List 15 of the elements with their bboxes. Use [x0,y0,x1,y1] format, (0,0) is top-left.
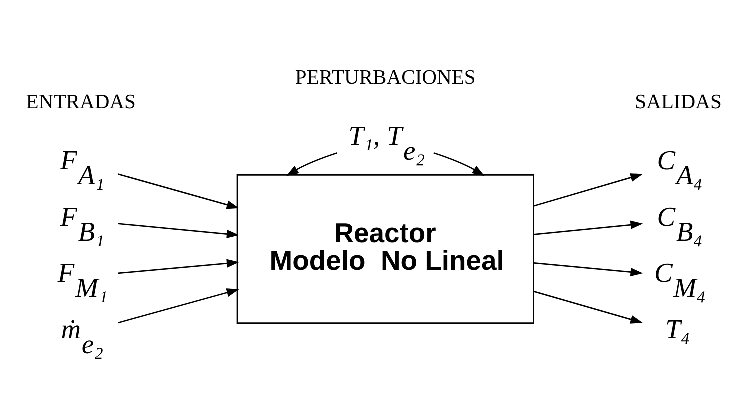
arrow [118,222,240,238]
arrow [286,152,338,176]
label: SALIDAS [635,91,722,114]
arrow [534,220,644,235]
arrow [118,288,240,324]
arrow [434,152,485,176]
arrow [534,290,644,324]
arrow [118,173,240,209]
arrow [534,173,644,206]
label: ENTRADAS [26,91,136,114]
node-box: Reactor Modelo No Lineal [236,174,534,324]
node-text: T₄ [665,314,690,344]
arrow [118,258,240,274]
arrow [534,262,644,276]
label: PERTURBACIONES [295,66,476,88]
